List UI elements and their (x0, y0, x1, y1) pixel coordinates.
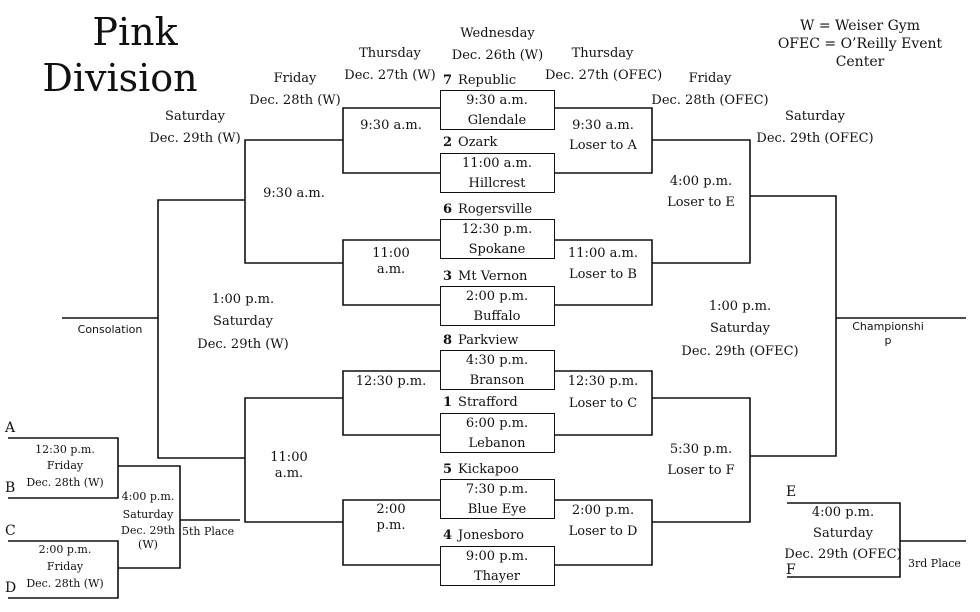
page-title-line1: Pink (92, 10, 178, 54)
game8-bottom-team: Thayer (473, 569, 521, 584)
consolation-label: Consolation (77, 323, 143, 336)
header-fri-o-date: Dec. 28th (OFEC) (651, 93, 769, 108)
third-date: Dec. 29th (OFEC) (784, 547, 902, 562)
third-day: Saturday (813, 526, 873, 541)
game6-bottom-team: Lebanon (468, 436, 526, 451)
right-thu-loser-2: Loser to B (569, 267, 637, 282)
game5-bottom-team: Branson (469, 373, 525, 388)
game3-bottom-team: Spokane (468, 242, 526, 257)
fifth-slot-b: B (5, 480, 16, 496)
left-sat-time: 1:00 p.m. (211, 292, 275, 307)
left-thu-time-3: 12:30 p.m. (355, 374, 427, 389)
left-thu-time-1: 9:30 a.m. (360, 118, 422, 133)
right-thu-time-3: 12:30 p.m. (567, 374, 639, 389)
game6-box: 6:00 p.m. Lebanon (440, 413, 555, 453)
header-sat-o-date: Dec. 29th (OFEC) (756, 131, 874, 146)
page-title-line2: Division (42, 56, 198, 100)
game8-box: 9:00 p.m. Thayer (440, 546, 555, 586)
game1-time: 9:30 a.m. (466, 93, 528, 108)
header-sat-w-day: Saturday (165, 109, 225, 124)
left-fri-time-2: 11:00 a.m. (270, 450, 308, 481)
fifth-final-date: Dec. 29th (W) (121, 524, 175, 551)
header-fri-w-date: Dec. 28th (W) (249, 93, 341, 108)
right-sat-day: Saturday (710, 321, 770, 336)
right-thu-time-1: 9:30 a.m. (572, 118, 634, 133)
left-thu-time-4: 2:00 p.m. (376, 502, 406, 533)
right-fri-loser-2: Loser to F (667, 463, 735, 478)
game4-bottom-team: Buffalo (473, 309, 521, 324)
right-thu-time-4: 2:00 p.m. (571, 503, 635, 518)
header-sat-w-date: Dec. 29th (W) (149, 131, 241, 146)
game6-time: 6:00 p.m. (465, 416, 529, 431)
fifth-slot-a: A (5, 420, 16, 436)
header-thu-w-date: Dec. 27th (W) (344, 68, 436, 83)
game5-box: 4:30 p.m. Branson (440, 350, 555, 390)
fifth-ab-day: Friday (46, 459, 84, 472)
left-thu-time-2: 11:00 a.m. (372, 246, 410, 277)
game7-box: 7:30 p.m. Blue Eye (440, 479, 555, 519)
game4-time: 2:00 p.m. (465, 289, 529, 304)
header-wed-day: Wednesday (460, 26, 535, 41)
game4-box: 2:00 p.m. Buffalo (440, 286, 555, 326)
game1-box: 9:30 a.m. Glendale (440, 90, 555, 130)
header-thu-w-day: Thursday (359, 46, 421, 61)
legend-line2: OFEC = O’Reilly Event (777, 36, 943, 52)
left-fri-time-1: 9:30 a.m. (263, 186, 325, 201)
header-sat-o-day: Saturday (785, 109, 845, 124)
championship-label: Championshi p (852, 320, 924, 347)
fifth-cd-time: 2:00 p.m. (38, 543, 92, 556)
game1-bottom-team: Glendale (467, 113, 527, 128)
fifth-place-label: 5th Place (182, 525, 235, 538)
fifth-final-time: 4:00 p.m. (121, 490, 175, 503)
right-fri-time-1: 4:00 p.m. (669, 174, 733, 189)
game3-box: 12:30 p.m. Spokane (440, 219, 555, 259)
fifth-cd-date: Dec. 28th (W) (26, 577, 104, 590)
fifth-slot-c: C (5, 523, 16, 539)
right-thu-loser-1: Loser to A (569, 138, 637, 153)
left-sat-date: Dec. 29th (W) (197, 337, 289, 352)
header-fri-w-day: Friday (273, 71, 317, 86)
fifth-ab-date: Dec. 28th (W) (26, 476, 104, 489)
right-thu-loser-4: Loser to D (568, 524, 638, 539)
game5-time: 4:30 p.m. (465, 353, 529, 368)
right-thu-loser-3: Loser to C (568, 396, 638, 411)
right-sat-date: Dec. 29th (OFEC) (681, 344, 799, 359)
game7-time: 7:30 p.m. (465, 482, 529, 497)
fifth-slot-d: D (5, 580, 17, 596)
game8-time: 9:00 p.m. (465, 549, 529, 564)
fifth-final-day: Saturday (122, 508, 174, 521)
right-thu-time-2: 11:00 a.m. (568, 246, 638, 261)
game2-time: 11:00 a.m. (462, 156, 532, 171)
third-time: 4:00 p.m. (811, 505, 875, 520)
legend-line1: W = Weiser Gym (799, 18, 920, 34)
right-fri-loser-1: Loser to E (667, 195, 735, 210)
right-sat-time: 1:00 p.m. (708, 299, 772, 314)
game2-box: 11:00 a.m. Hillcrest (440, 153, 555, 193)
game2-bottom-team: Hillcrest (468, 176, 526, 191)
header-thu-o-day: Thursday (571, 46, 634, 61)
fifth-cd-day: Friday (46, 560, 84, 573)
third-slot-e: E (786, 484, 797, 500)
header-fri-o-day: Friday (688, 71, 732, 86)
third-place-label: 3rd Place (908, 557, 961, 570)
legend-line3: Center (835, 54, 885, 70)
left-sat-day: Saturday (213, 314, 273, 329)
third-slot-f: F (786, 562, 796, 578)
fifth-ab-time: 12:30 p.m. (35, 443, 95, 456)
game7-bottom-team: Blue Eye (467, 502, 527, 517)
header-thu-o-date: Dec. 27th (OFEC) (545, 68, 663, 83)
header-wed-date: Dec. 26th (W) (451, 48, 544, 63)
game3-time: 12:30 p.m. (461, 222, 533, 237)
right-fri-time-2: 5:30 p.m. (669, 442, 733, 457)
